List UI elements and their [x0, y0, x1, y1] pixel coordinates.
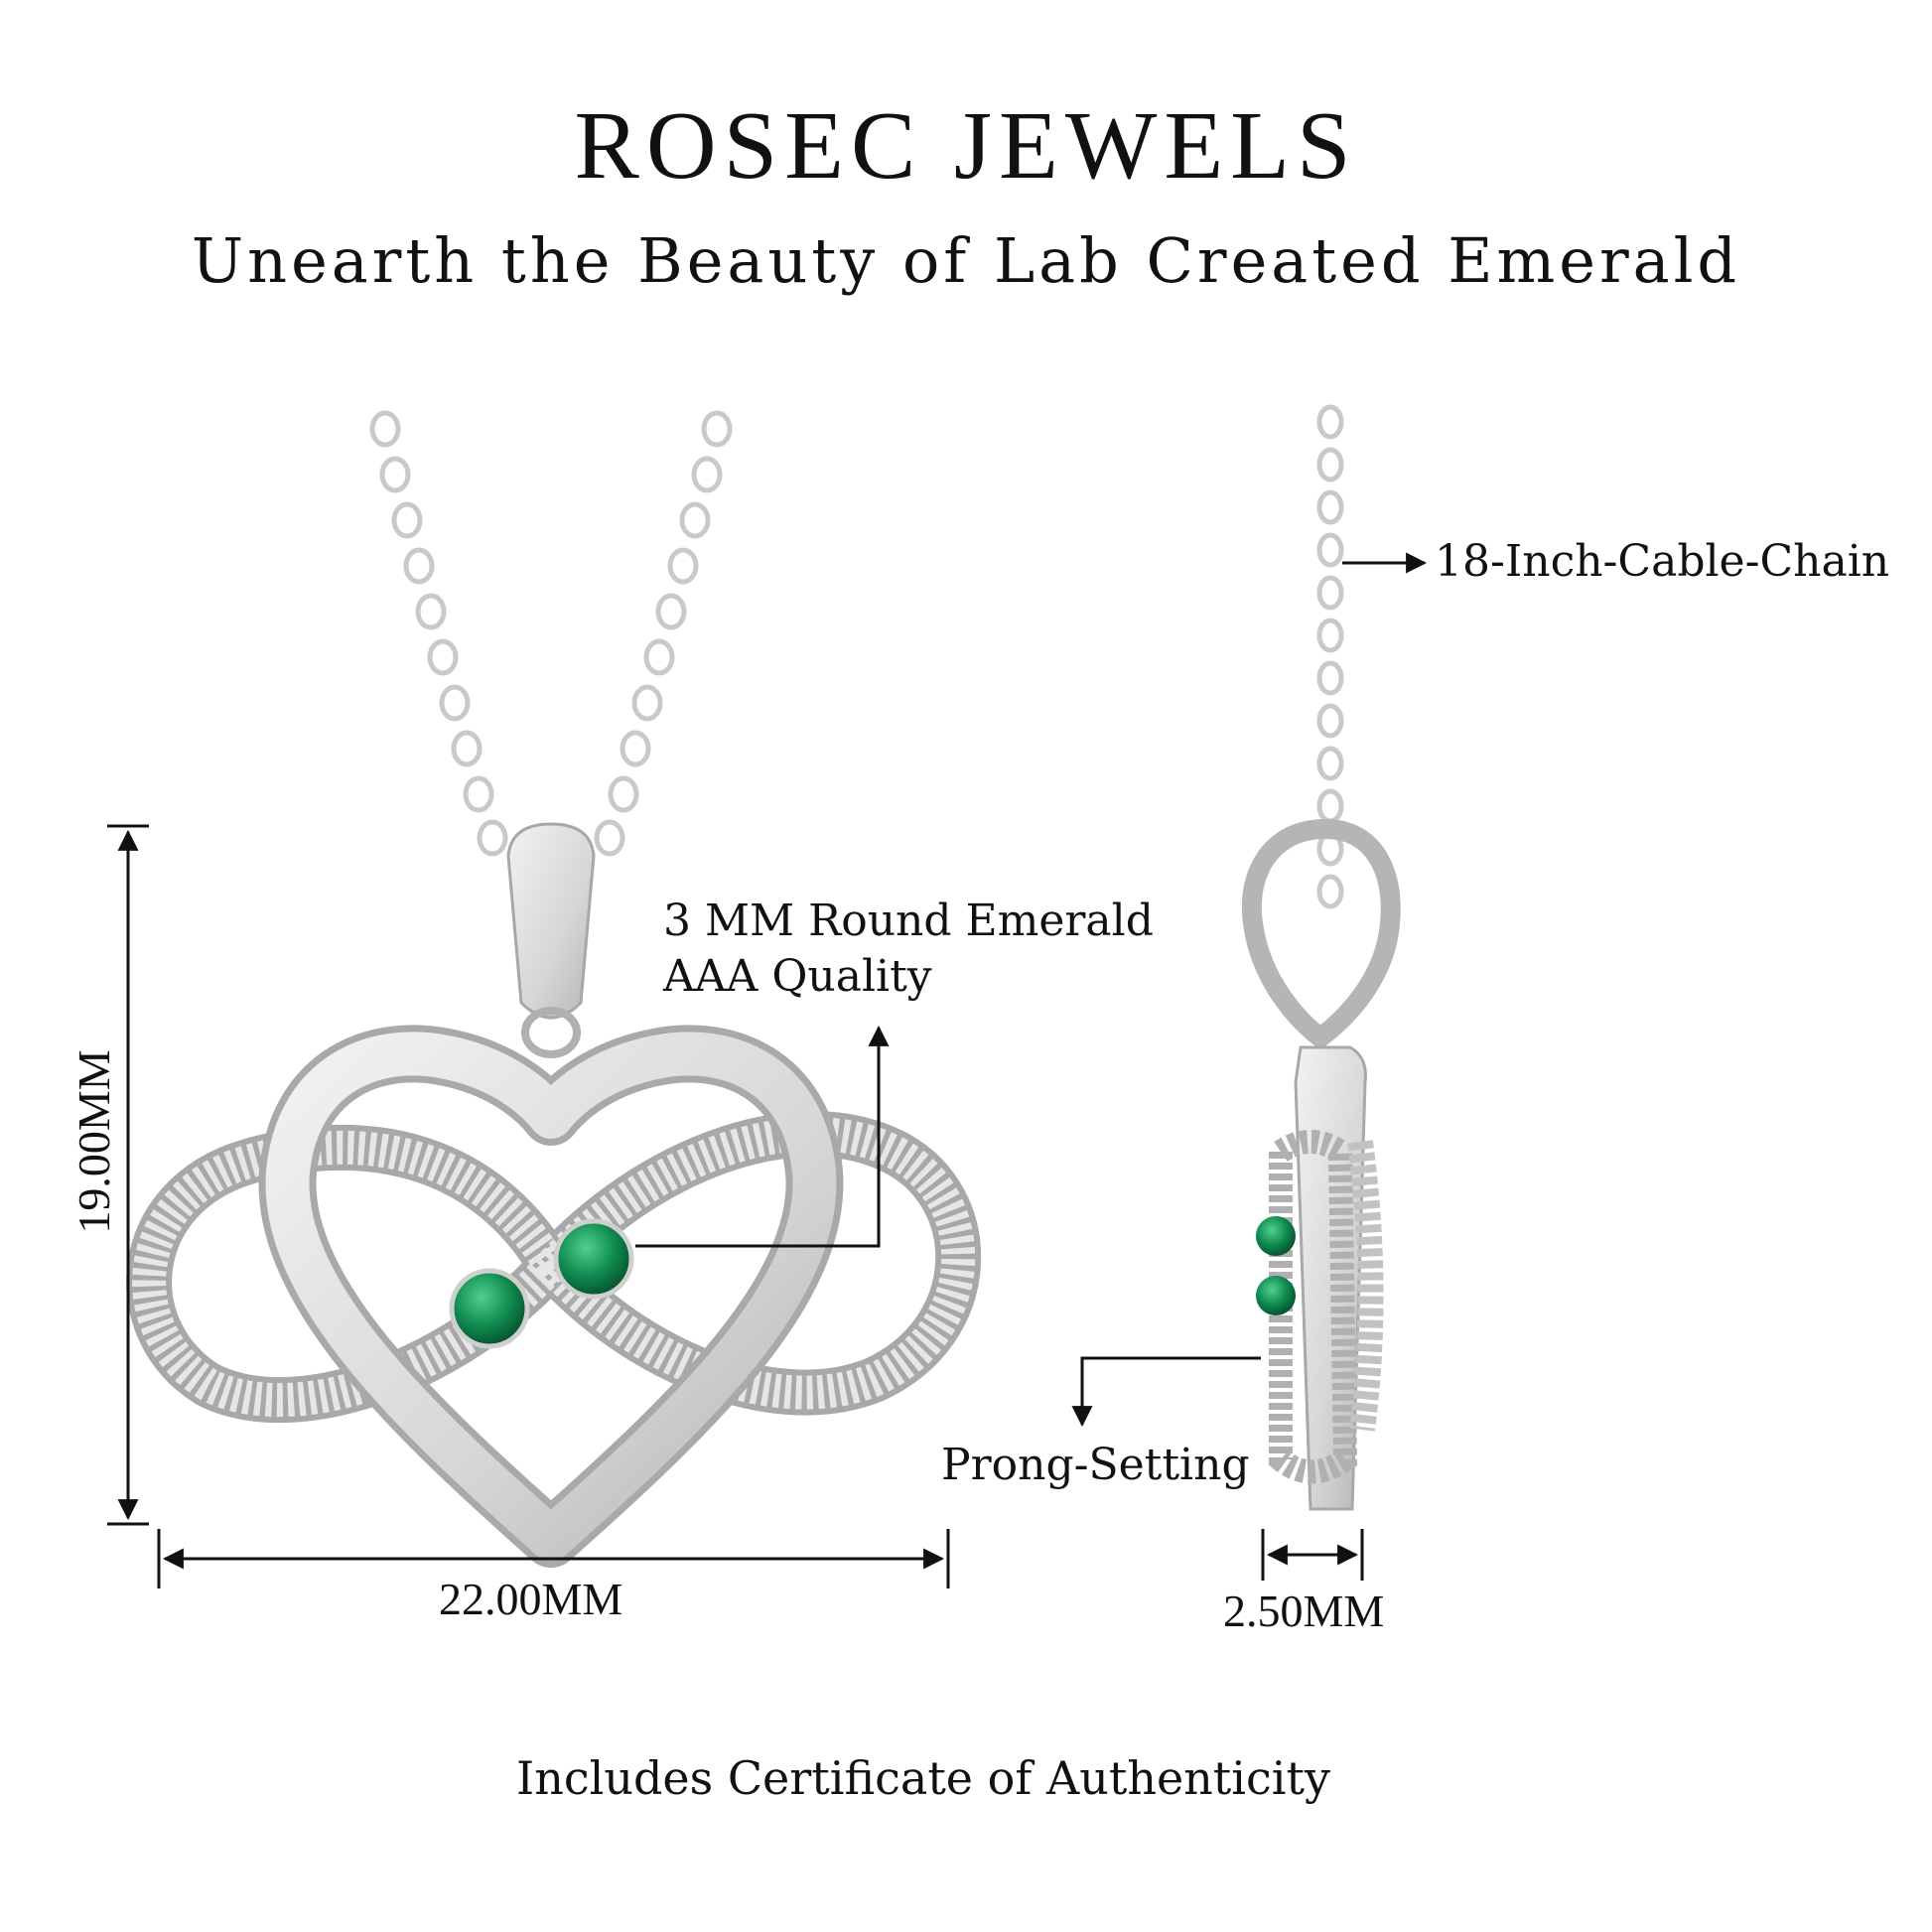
- width-dimension-line: [157, 1529, 950, 1588]
- chain-left-strand: [369, 410, 508, 857]
- stone-label-line1: 3 MM Round Emerald: [663, 896, 1154, 946]
- tagline: Unearth the Beauty of Lab Created Emeral…: [191, 224, 1741, 297]
- certificate-note: Includes Certificate of Authenticity: [516, 1751, 1330, 1805]
- side-bail: [1241, 818, 1401, 1050]
- bail-jump-ring: [521, 1007, 581, 1058]
- chain-right-strand: [594, 410, 733, 857]
- chain-label: 18-Inch-Cable-Chain: [1435, 536, 1890, 587]
- infinity-rope: [126, 1111, 982, 1424]
- brand-title: ROSEC JEWELS: [574, 92, 1358, 200]
- side-emerald-top: [1256, 1216, 1296, 1256]
- stone-label-line2: AAA Quality: [663, 951, 932, 1002]
- side-pendant-body: [1256, 1045, 1384, 1511]
- emerald-stone-right: [553, 1218, 634, 1300]
- width-label: 22.00MM: [439, 1574, 623, 1624]
- depth-dimension-line: [1261, 1529, 1364, 1581]
- height-dimension-line: [107, 824, 149, 1526]
- prong-callout-arrow: [1071, 1356, 1261, 1428]
- side-emerald-bottom: [1256, 1276, 1296, 1315]
- height-label: 19.00MM: [69, 1049, 119, 1234]
- pendant-bail: [506, 822, 596, 1020]
- setting-label: Prong-Setting: [941, 1440, 1250, 1490]
- emerald-stone-left: [449, 1268, 530, 1349]
- depth-label: 2.50MM: [1223, 1586, 1385, 1636]
- side-chain: [1316, 404, 1344, 909]
- stone-callout-arrow: [635, 1025, 890, 1248]
